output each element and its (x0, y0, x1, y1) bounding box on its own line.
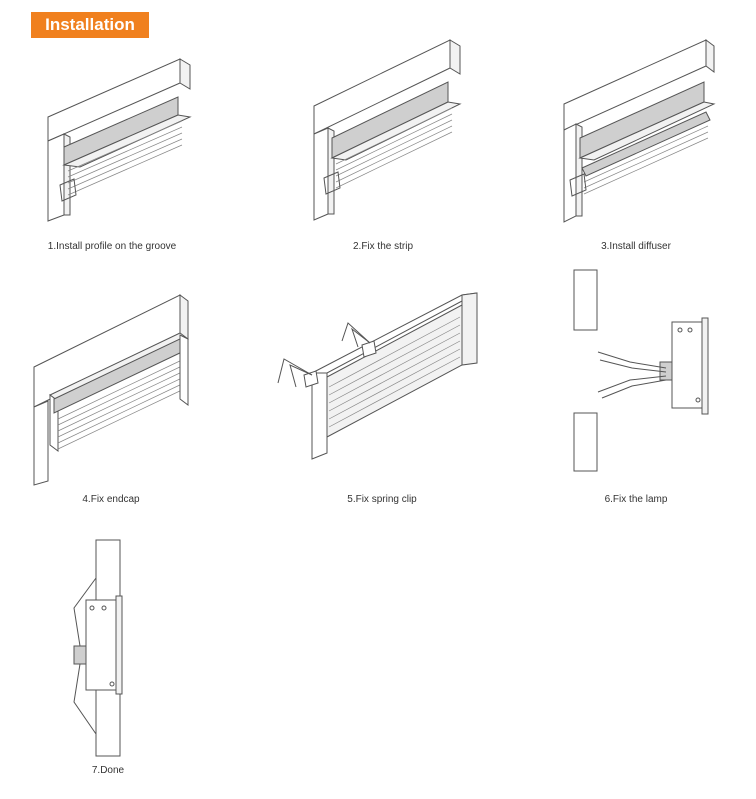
step-6-caption: 6.Fix the lamp (604, 494, 668, 505)
step-2-illustration (310, 38, 465, 223)
step-7-caption: 7.Done (91, 765, 125, 776)
step-3-illustration (560, 39, 720, 225)
installation-header: Installation (31, 12, 149, 38)
step-1-caption: 1.Install profile on the groove (47, 241, 177, 252)
step-5-illustration (272, 283, 487, 468)
step-6-illustration (572, 268, 722, 478)
step-3-caption: 3.Install diffuser (601, 241, 671, 252)
step-4-illustration (30, 294, 190, 486)
step-4-caption: 4.Fix endcap (82, 494, 140, 505)
step-2-caption: 2.Fix the strip (352, 241, 414, 252)
step-7-illustration (68, 538, 138, 758)
step-5-caption: 5.Fix spring clip (347, 494, 417, 505)
step-1-illustration (40, 55, 192, 230)
